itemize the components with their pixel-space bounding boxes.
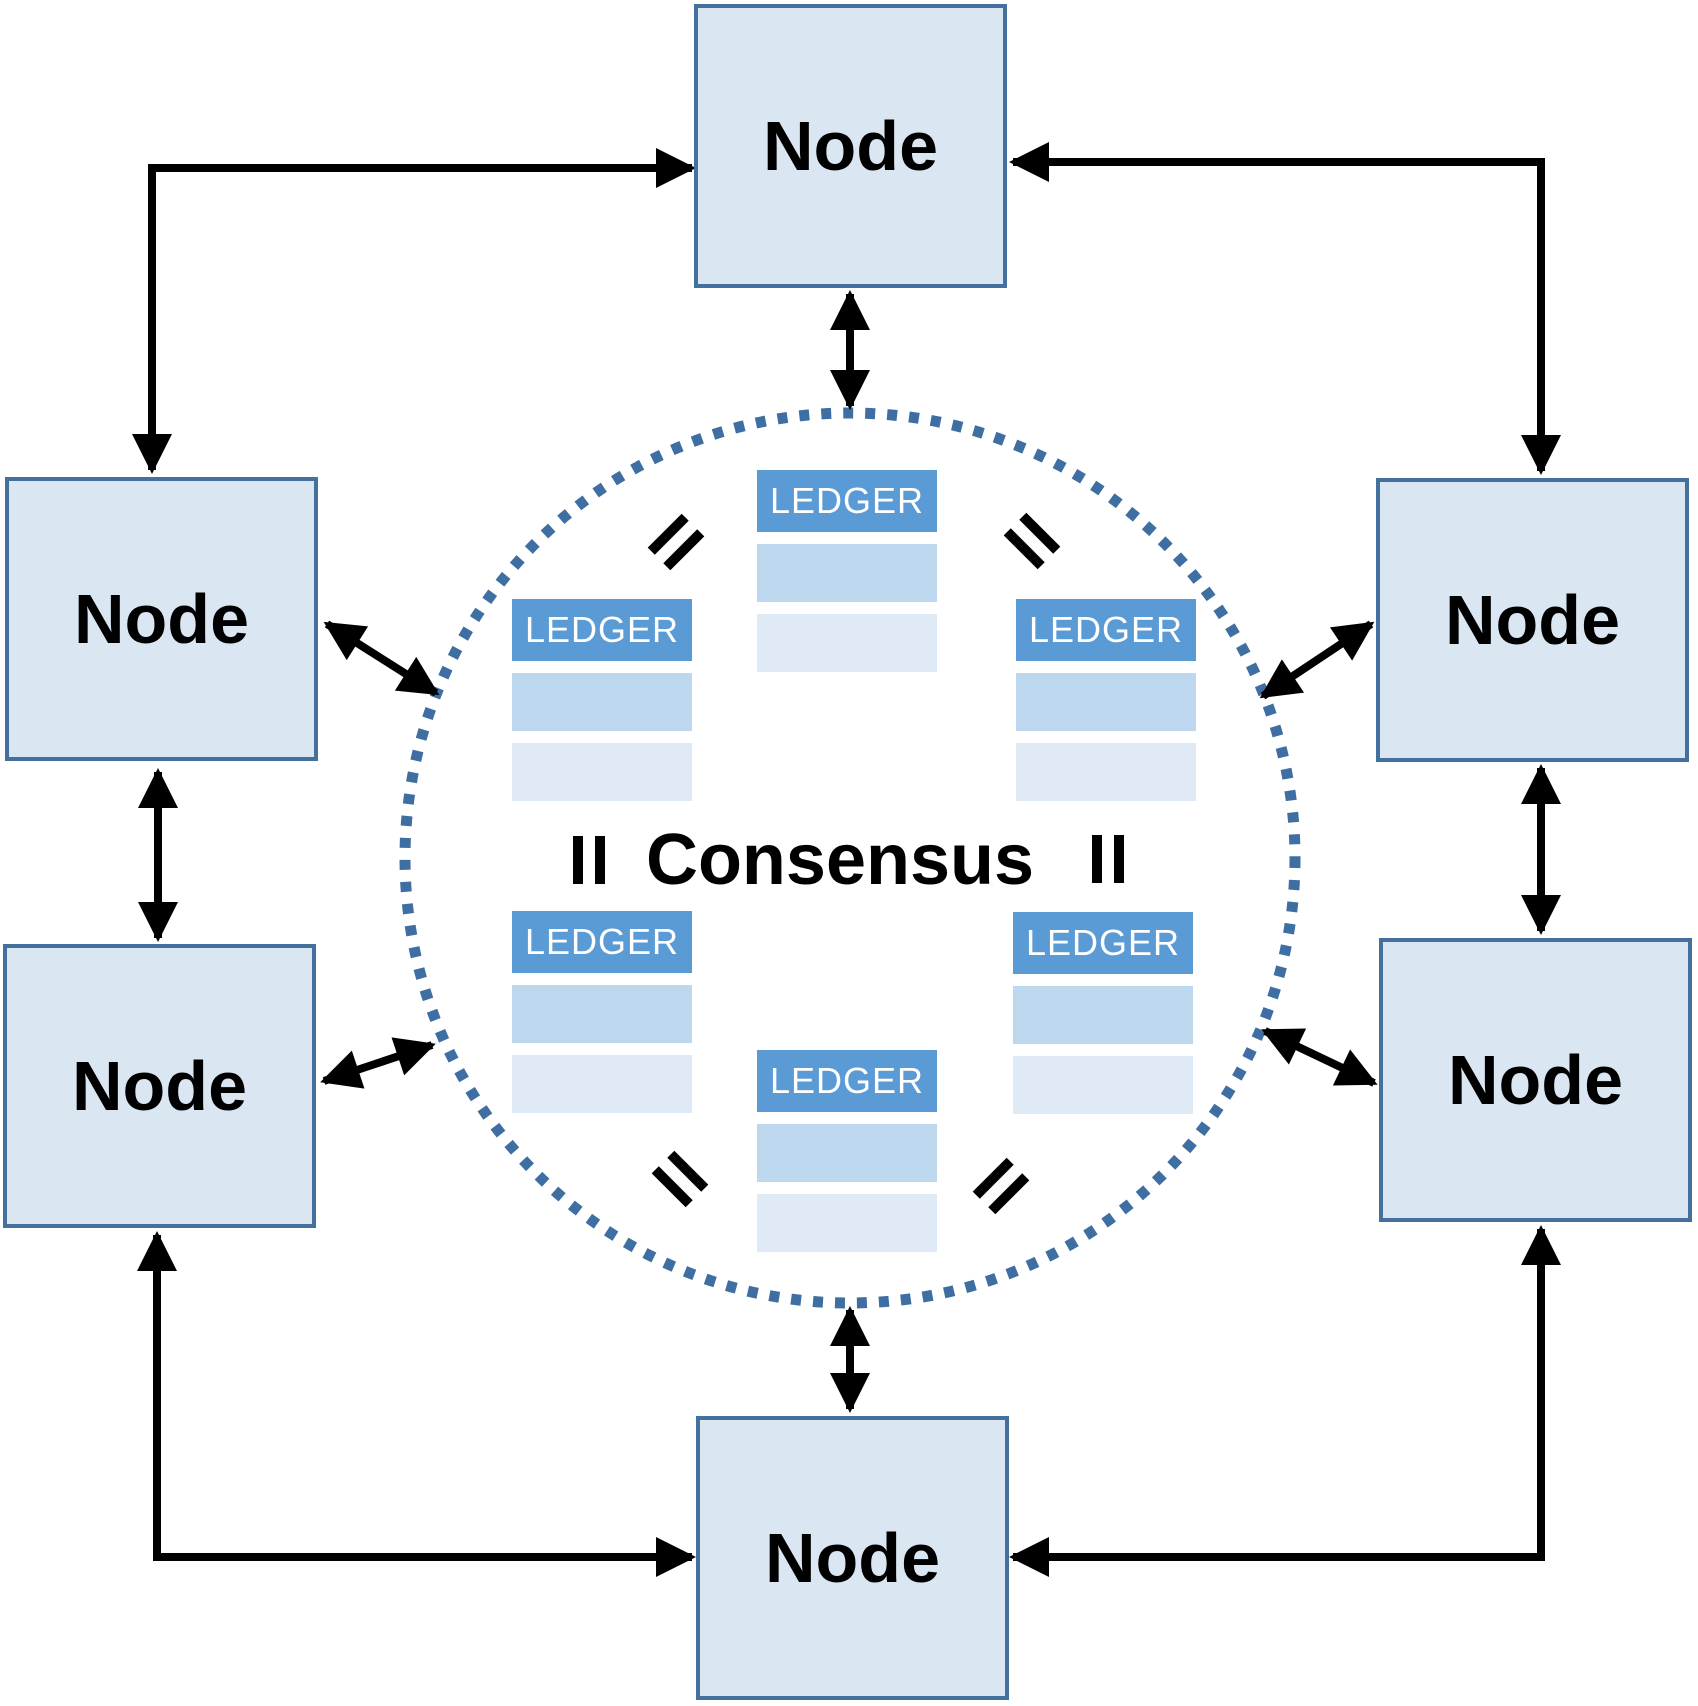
connector-right-top-diagonal [1259, 620, 1375, 700]
ledger-row [757, 1194, 937, 1252]
ledger-row [757, 614, 937, 672]
ledger-row [1013, 1056, 1193, 1114]
ledger-row [512, 1055, 692, 1113]
connector-left-bottom-diagonal [320, 1037, 436, 1089]
consensus-title: Consensus [645, 820, 1035, 900]
ledger-table-upper-right: LEDGER [1016, 599, 1196, 813]
ledger-table-upper-left: LEDGER [512, 599, 692, 813]
equals-icon-mid-right [1092, 835, 1124, 883]
connector-top-left-L [132, 148, 696, 474]
ledger-row [757, 544, 937, 602]
equals-bar [1092, 835, 1102, 883]
node-box-left-top: Node [5, 477, 318, 761]
equals-icon-bottom-right [972, 1157, 1030, 1215]
ledger-header: LEDGER [757, 470, 937, 532]
ledger-row [512, 743, 692, 801]
ledger-header: LEDGER [512, 911, 692, 973]
ledger-header: LEDGER [757, 1050, 937, 1112]
ledger-table-bottom-center: LEDGER [757, 1050, 937, 1264]
ledger-table-lower-right: LEDGER [1013, 912, 1193, 1126]
connector-left-top-diagonal [323, 620, 440, 697]
connector-bottom-right-L [1009, 1225, 1561, 1577]
equals-icon-bottom-left [651, 1150, 709, 1208]
node-box-bottom: Node [696, 1416, 1009, 1700]
node-box-top: Node [694, 4, 1007, 288]
node-label: Node [72, 1047, 247, 1125]
equals-bar [573, 836, 583, 884]
ledger-row [1016, 743, 1196, 801]
node-label: Node [765, 1519, 940, 1597]
equals-icon-top-left [647, 513, 705, 571]
ledger-row [1013, 986, 1193, 1044]
node-label: Node [1448, 1041, 1623, 1119]
ledger-row [757, 1124, 937, 1182]
ledger-header: LEDGER [1013, 912, 1193, 974]
connector-bottom-left-L [137, 1231, 696, 1577]
connector-right-bottom-diagonal [1261, 1027, 1378, 1087]
ledger-table-top-center: LEDGER [757, 470, 937, 684]
ledger-table-lower-left: LEDGER [512, 911, 692, 1125]
equals-icon-top-right [1003, 512, 1061, 570]
node-box-right-bottom: Node [1379, 938, 1692, 1222]
node-label: Node [74, 580, 249, 658]
ledger-row [512, 985, 692, 1043]
ledger-row [1016, 673, 1196, 731]
node-label: Node [1445, 581, 1620, 659]
equals-bar [595, 836, 605, 884]
ledger-header: LEDGER [512, 599, 692, 661]
ledger-header: LEDGER [1016, 599, 1196, 661]
node-label: Node [763, 107, 938, 185]
connector-top-right-L [1009, 142, 1561, 475]
ledger-row [512, 673, 692, 731]
node-box-left-bottom: Node [3, 944, 316, 1228]
equals-bar [1114, 835, 1124, 883]
equals-icon-mid-left [573, 836, 605, 884]
node-box-right-top: Node [1376, 478, 1689, 762]
